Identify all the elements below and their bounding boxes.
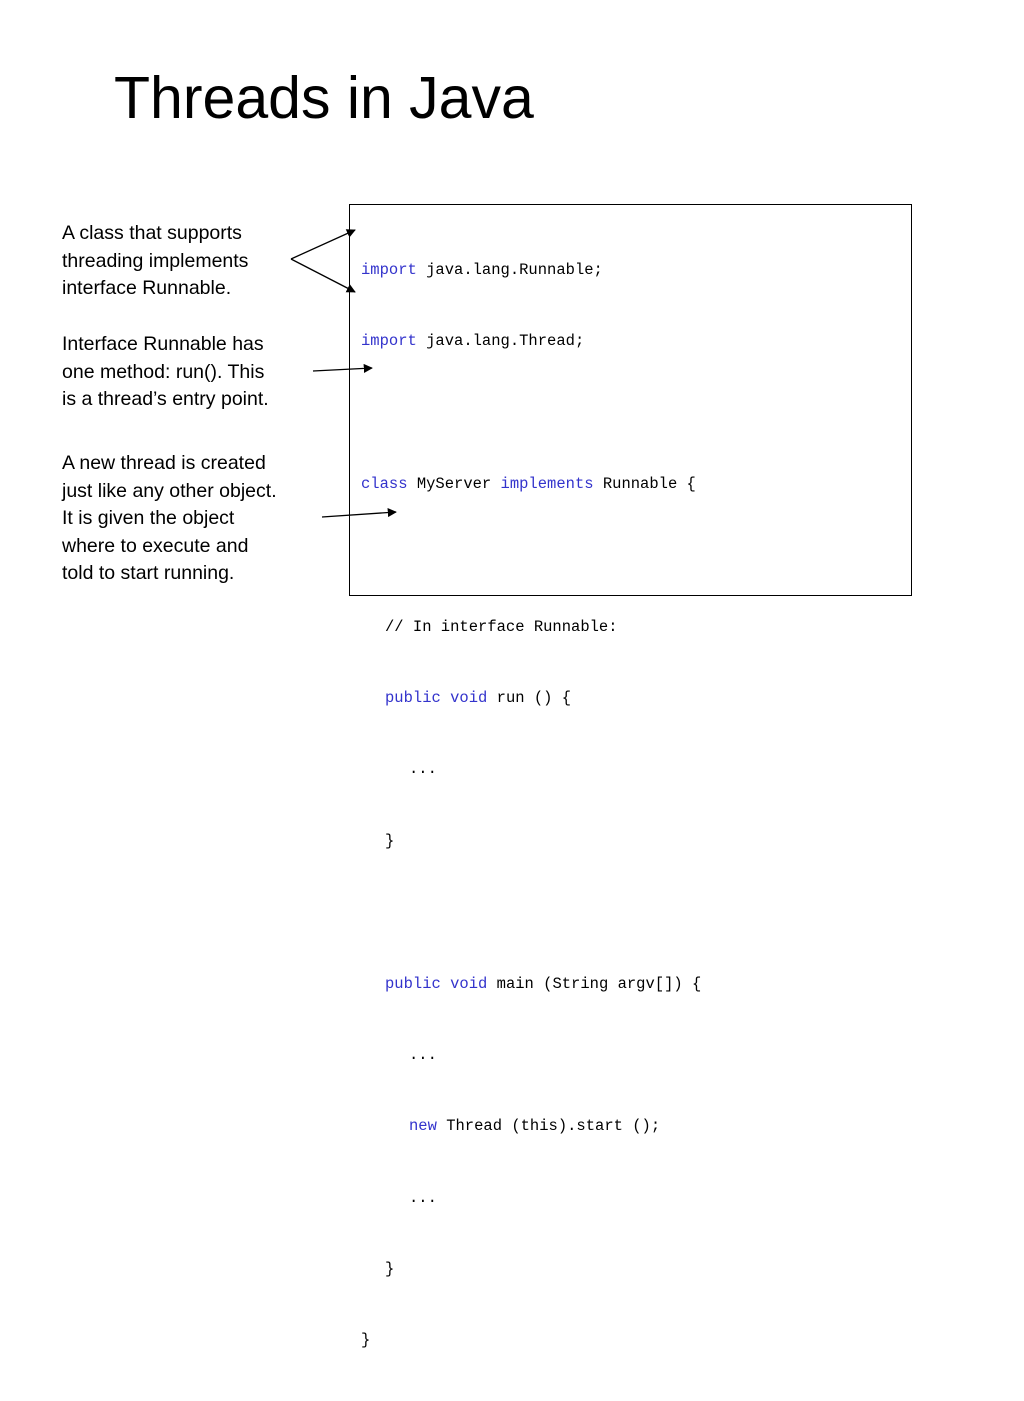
- code-text: [441, 975, 450, 993]
- code-line: public void main (String argv[]) {: [361, 973, 701, 997]
- code-keyword: class: [361, 474, 408, 493]
- code-line-blank: [361, 544, 701, 568]
- code-comment: // In interface Runnable:: [385, 617, 618, 636]
- code-listing: import java.lang.Runnable; import java.l…: [361, 211, 701, 1401]
- code-text: java.lang.Runnable;: [416, 260, 603, 279]
- slide-title: Threads in Java: [114, 65, 534, 131]
- code-keyword: new: [409, 1117, 437, 1136]
- code-keyword: import: [361, 260, 417, 279]
- code-text: main (String argv[]) {: [487, 974, 702, 993]
- code-keyword: void: [450, 974, 488, 993]
- code-text: Runnable {: [593, 474, 696, 493]
- code-keyword: void: [450, 688, 488, 707]
- code-text: run () {: [487, 688, 572, 707]
- code-text: [441, 689, 450, 707]
- code-ellipsis: ...: [409, 1188, 437, 1207]
- code-brace: }: [361, 1331, 371, 1350]
- code-keyword: public: [385, 688, 441, 707]
- note-runnable-class: A class that supports threading implemen…: [62, 222, 249, 299]
- code-brace: }: [385, 1260, 395, 1279]
- code-line-blank: [361, 401, 701, 425]
- code-line: import java.lang.Runnable;: [361, 259, 701, 283]
- code-text: java.lang.Thread;: [416, 331, 585, 350]
- code-line: import java.lang.Thread;: [361, 330, 701, 354]
- code-line: public void run () {: [361, 687, 701, 711]
- code-text: Thread (this).start ();: [436, 1117, 661, 1136]
- code-ellipsis: ...: [409, 760, 437, 779]
- note-new-thread: A new thread is created just like any ot…: [62, 452, 277, 584]
- code-keyword: public: [385, 974, 441, 993]
- arrow-to-implements-line: [290, 258, 356, 293]
- code-keyword: import: [361, 331, 417, 350]
- code-brace: }: [385, 831, 395, 850]
- arrow-to-import-line: [290, 229, 356, 260]
- code-box: import java.lang.Runnable; import java.l…: [349, 204, 912, 1349]
- code-ellipsis: ...: [409, 1045, 437, 1064]
- code-line-blank: [361, 901, 701, 925]
- code-text: MyServer: [407, 474, 501, 493]
- code-keyword: implements: [500, 474, 594, 493]
- note-run-method: Interface Runnable has one method: run()…: [62, 333, 269, 410]
- code-line: new Thread (this).start ();: [361, 1115, 701, 1139]
- code-line: class MyServer implements Runnable {: [361, 473, 701, 497]
- slide: Threads in Java A class that supports th…: [62, 65, 912, 1349]
